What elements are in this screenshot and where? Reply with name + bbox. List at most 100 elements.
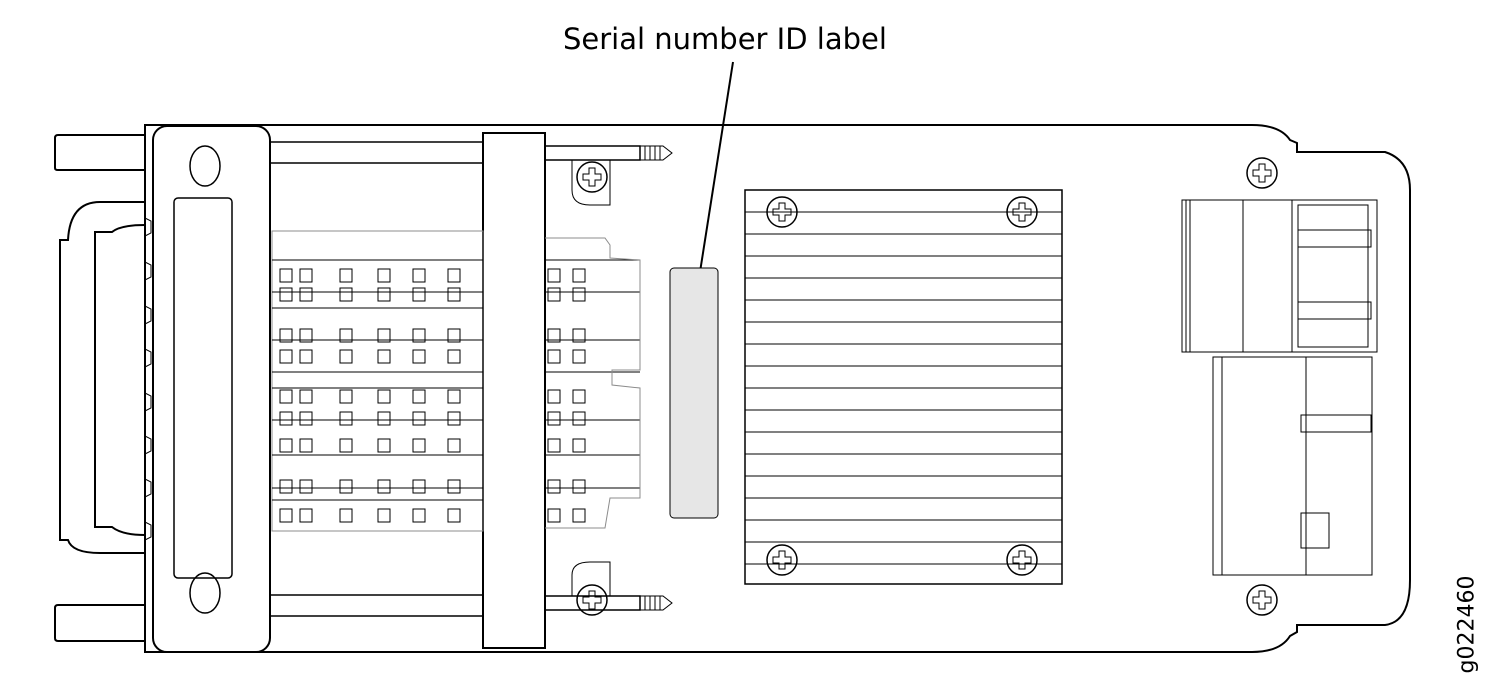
port-pin: [377, 328, 391, 343]
port-pin: [339, 349, 353, 364]
port-pin: [412, 389, 426, 404]
front-bezel: [152, 125, 271, 653]
screw-icon: [766, 196, 798, 228]
screw-icon: [1006, 544, 1038, 576]
port-pin: [447, 287, 461, 302]
phillips-cross-icon: [1012, 202, 1032, 222]
bezel-label-slot: [173, 197, 233, 579]
port-pin: [412, 268, 426, 283]
upper-right-connector: [1181, 199, 1378, 353]
port-pin: [339, 268, 353, 283]
port-pin: [572, 508, 586, 523]
port-pin: [279, 287, 293, 302]
handle-inner: [94, 224, 146, 536]
port-pin: [447, 389, 461, 404]
screw-mount-bottom: [571, 561, 611, 596]
port-pin: [547, 411, 561, 426]
port-pin: [447, 438, 461, 453]
phillips-cross-icon: [772, 202, 792, 222]
rail-top: [269, 141, 484, 164]
port-pin: [412, 328, 426, 343]
serial-number-label: [669, 267, 719, 519]
port-pin: [377, 287, 391, 302]
connector-ports: [279, 268, 586, 523]
port-pin: [377, 479, 391, 494]
port-pin: [547, 349, 561, 364]
port-pin: [447, 328, 461, 343]
phillips-cross-icon: [1252, 590, 1272, 610]
port-pin: [339, 438, 353, 453]
port-pin: [299, 508, 313, 523]
handle-tab-top: [54, 134, 145, 171]
rod-thread-top: [640, 145, 673, 161]
port-pin: [377, 349, 391, 364]
port-pin: [547, 479, 561, 494]
port-pin: [279, 411, 293, 426]
port-pin: [279, 438, 293, 453]
port-pin: [547, 508, 561, 523]
port-pin: [547, 328, 561, 343]
phillips-cross-icon: [582, 167, 602, 187]
port-pin: [279, 349, 293, 364]
handle-loop: [59, 201, 145, 554]
port-pin: [377, 389, 391, 404]
phillips-cross-icon: [1012, 550, 1032, 570]
port-pin: [572, 287, 586, 302]
phillips-cross-icon: [1252, 163, 1272, 183]
port-pin: [412, 287, 426, 302]
port-pin: [572, 389, 586, 404]
serial-number-callout: Serial number ID label: [563, 22, 887, 56]
port-pin: [447, 508, 461, 523]
guide-rod-top: [544, 145, 641, 161]
port-pin: [377, 268, 391, 283]
rail-bottom: [269, 594, 484, 617]
port-pin: [412, 411, 426, 426]
port-pin: [279, 479, 293, 494]
port-pin: [339, 508, 353, 523]
screws: [576, 157, 1278, 616]
port-pin: [547, 438, 561, 453]
port-pin: [547, 268, 561, 283]
port-pin: [572, 268, 586, 283]
screw-icon: [1246, 584, 1278, 616]
port-pin: [299, 287, 313, 302]
crossbar: [482, 132, 546, 649]
handle-tab-bottom: [54, 604, 145, 642]
port-pin: [572, 411, 586, 426]
port-pin: [299, 479, 313, 494]
port-pin: [299, 328, 313, 343]
port-pin: [377, 411, 391, 426]
port-pin: [412, 479, 426, 494]
port-pin: [279, 389, 293, 404]
lower-right-connector: [1212, 356, 1373, 576]
bezel-hole-top: [189, 145, 221, 187]
port-pin: [447, 268, 461, 283]
port-pin: [339, 411, 353, 426]
screw-icon: [576, 161, 608, 193]
screw-icon: [576, 584, 608, 616]
port-pin: [447, 479, 461, 494]
port-pin: [547, 287, 561, 302]
port-pin: [412, 438, 426, 453]
guide-rod-bottom: [544, 595, 641, 611]
port-pin: [572, 349, 586, 364]
phillips-cross-icon: [582, 590, 602, 610]
bezel-hole-bottom: [189, 572, 221, 614]
port-pin: [299, 349, 313, 364]
heatsink-fins: [745, 211, 1062, 565]
port-pin: [339, 389, 353, 404]
port-pin: [572, 479, 586, 494]
port-pin: [447, 349, 461, 364]
board-outline: [144, 124, 1411, 653]
port-pin: [299, 389, 313, 404]
port-pin: [279, 328, 293, 343]
screw-mount-top: [571, 160, 611, 206]
screw-icon: [1246, 157, 1278, 189]
port-pin: [547, 389, 561, 404]
phillips-cross-icon: [772, 550, 792, 570]
port-pin: [377, 508, 391, 523]
rod-thread-bottom: [640, 595, 673, 611]
screw-icon: [1006, 196, 1038, 228]
port-pin: [279, 508, 293, 523]
